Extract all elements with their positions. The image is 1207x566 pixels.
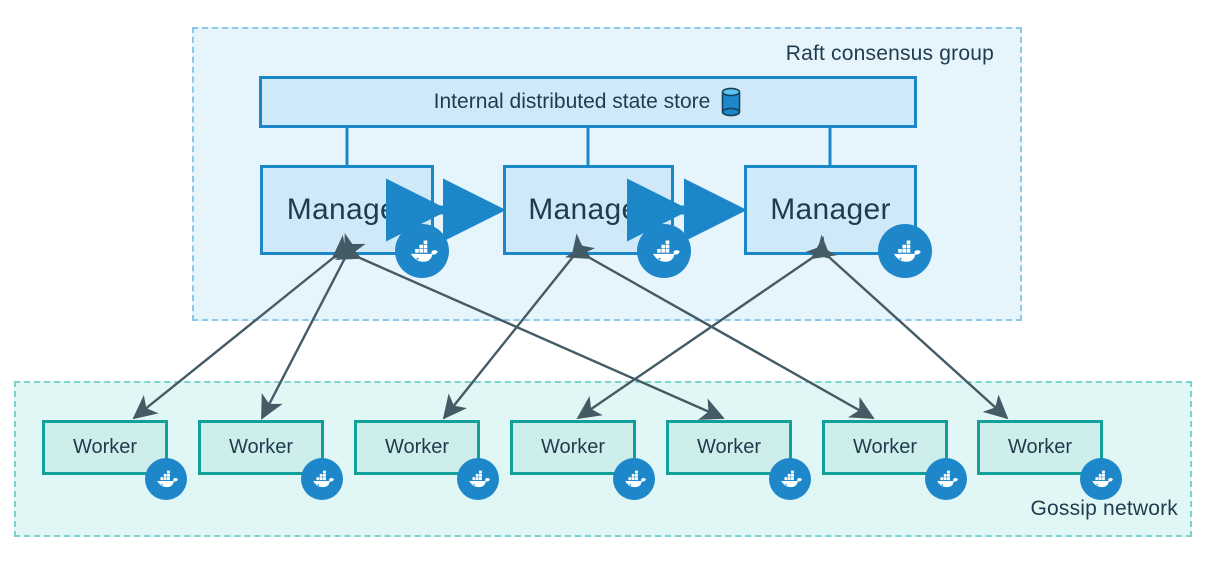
worker-node-7[interactable]: Worker (977, 420, 1103, 475)
docker-whale-icon (1080, 458, 1122, 500)
state-store-label: Internal distributed state store (433, 90, 711, 113)
docker-whale-icon (145, 458, 187, 500)
worker-node-4[interactable]: Worker (510, 420, 636, 475)
docker-whale-icon (637, 224, 691, 278)
manager-worker-arrows (132, 232, 1009, 420)
worker-label: Worker (696, 436, 762, 458)
worker-label: Worker (228, 436, 294, 458)
worker-node-1[interactable]: Worker (42, 420, 168, 475)
worker-node-6[interactable]: Worker (822, 420, 948, 475)
docker-whale-icon (613, 458, 655, 500)
docker-whale-icon (769, 458, 811, 500)
docker-whale-icon (878, 224, 932, 278)
worker-node-2[interactable]: Worker (198, 420, 324, 475)
worker-label: Worker (384, 436, 450, 458)
worker-label: Worker (540, 436, 606, 458)
docker-whale-icon (925, 458, 967, 500)
worker-label: Worker (72, 436, 138, 458)
internal-distributed-state-store[interactable]: Internal distributed state store (259, 76, 917, 128)
worker-node-3[interactable]: Worker (354, 420, 480, 475)
raft-group-label: Raft consensus group (785, 42, 994, 65)
store-to-manager-lines (345, 128, 832, 165)
worker-node-5[interactable]: Worker (666, 420, 792, 475)
docker-whale-icon (301, 458, 343, 500)
docker-whale-icon (457, 458, 499, 500)
gossip-network-label: Gossip network (1030, 497, 1178, 520)
database-cylinder-icon (722, 87, 741, 117)
worker-label: Worker (1007, 436, 1073, 458)
docker-whale-icon (395, 224, 449, 278)
manager-label: Manager (770, 193, 891, 226)
worker-label: Worker (852, 436, 918, 458)
